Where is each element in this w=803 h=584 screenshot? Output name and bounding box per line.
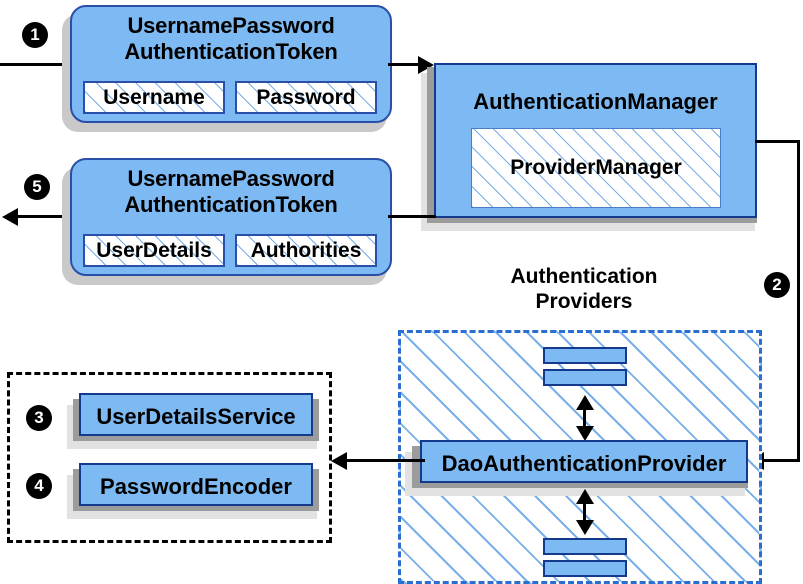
connector-token-to-manager <box>388 63 426 66</box>
request-token-title-line1: UsernamePassword <box>127 13 335 38</box>
connector-peer-dao-top <box>583 404 586 430</box>
response-token-title-line1: UsernamePassword <box>127 166 335 191</box>
authentication-manager-box: AuthenticationManager ProviderManager <box>434 63 757 218</box>
arrow-return-to-client <box>2 208 18 226</box>
arrow-dao-to-peer-down-bottom <box>576 520 594 535</box>
peer-provider-bar-top-2 <box>543 369 627 386</box>
connector-dao-peer-bottom <box>583 498 586 524</box>
arrow-dao-to-peer-up-bottom <box>576 489 594 504</box>
step-marker-2: 2 <box>764 272 790 298</box>
peer-provider-bar-bottom-1 <box>543 538 627 555</box>
arrow-peer-to-dao-up-top <box>576 395 594 410</box>
step-marker-5: 5 <box>24 174 50 200</box>
arrow-dao-to-support <box>331 452 347 470</box>
userdetailsservice-box: UserDetailsService <box>79 393 313 436</box>
support-services-container <box>7 372 332 543</box>
passwordencoder-label: PasswordEncoder <box>100 474 292 499</box>
peer-provider-bar-top-1 <box>543 347 627 364</box>
step-marker-3: 3 <box>26 405 52 431</box>
response-token-chip-authorities: Authorities <box>235 234 377 267</box>
step-marker-4: 4 <box>26 473 52 499</box>
connector-incoming-request <box>0 63 72 66</box>
dao-authentication-provider-box: DaoAuthenticationProvider <box>420 440 748 483</box>
request-token-box: UsernamePassword AuthenticationToken Use… <box>70 5 392 123</box>
providers-group-caption: Authentication Providers <box>470 264 698 314</box>
userdetailsservice-label: UserDetailsService <box>96 404 296 429</box>
arrow-peer-to-dao-down-top <box>576 426 594 441</box>
provider-manager-box: ProviderManager <box>471 128 721 208</box>
connector-dao-to-support <box>345 459 425 462</box>
connector-manager-down <box>797 140 800 461</box>
passwordencoder-box: PasswordEncoder <box>79 463 313 506</box>
providers-caption-line1: Authentication <box>510 265 658 288</box>
authentication-manager-title: AuthenticationManager <box>473 89 718 114</box>
request-token-chip-password: Password <box>235 81 377 114</box>
connector-into-dao-provider <box>762 459 800 462</box>
connector-return-to-client <box>16 215 76 218</box>
peer-provider-bar-bottom-2 <box>543 560 627 577</box>
response-token-title-line2: AuthenticationToken <box>124 192 338 217</box>
request-token-chip-username: Username <box>83 81 225 114</box>
connector-manager-right-stub <box>755 140 800 143</box>
providers-caption-line2: Providers <box>535 290 633 313</box>
dao-authentication-provider-label: DaoAuthenticationProvider <box>441 451 727 476</box>
connector-manager-to-response-token <box>388 215 436 218</box>
step-marker-1: 1 <box>22 22 48 48</box>
response-token-chip-userdetails: UserDetails <box>83 234 225 267</box>
request-token-title-line2: AuthenticationToken <box>124 39 338 64</box>
response-token-box: UsernamePassword AuthenticationToken Use… <box>70 158 392 276</box>
